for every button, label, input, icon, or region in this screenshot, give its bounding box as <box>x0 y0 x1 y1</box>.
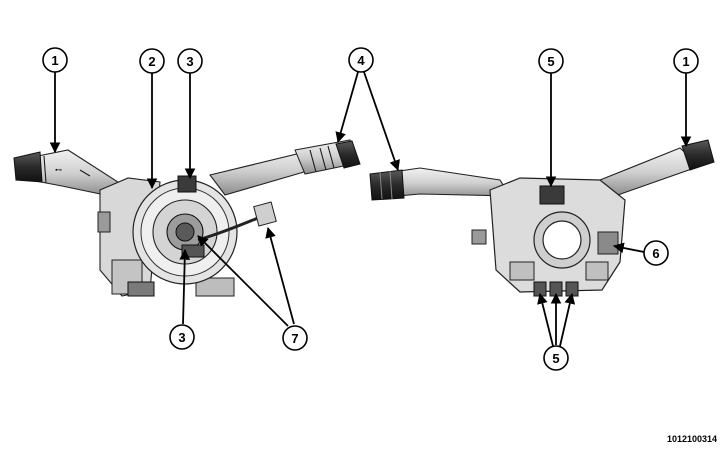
callout-5-bottom: 5 <box>543 345 569 371</box>
leader-5a <box>537 292 554 347</box>
svg-text:3: 3 <box>186 54 193 69</box>
callout-5-top: 5 <box>538 48 564 74</box>
leader-5c <box>559 292 576 347</box>
callout-3-top: 3 <box>177 48 203 74</box>
right-clockspring-ring <box>533 211 591 269</box>
callouts: 1 2 3 4 5 1 6 3 <box>42 47 699 371</box>
leader-7a <box>197 235 289 327</box>
callout-1-right: 1 <box>673 48 699 74</box>
left-stalk-wiper <box>209 139 361 196</box>
left-stalk-turn-signal: ⊷ <box>13 149 119 197</box>
svg-text:4: 4 <box>357 53 365 68</box>
left-switch-assembly: ⊷ <box>13 139 361 297</box>
left-housing <box>97 177 235 297</box>
callout-4: 4 <box>348 47 374 73</box>
callout-1-left: 1 <box>42 47 68 73</box>
left-clockspring <box>132 175 238 285</box>
callout-3-bottom: 3 <box>169 324 195 350</box>
leader-3-bottom <box>179 248 191 325</box>
callout-7: 7 <box>282 325 308 351</box>
right-switch-assembly <box>369 139 715 297</box>
svg-text:5: 5 <box>552 351 559 366</box>
svg-text:5: 5 <box>547 54 554 69</box>
svg-text:2: 2 <box>148 54 155 69</box>
leader-6 <box>612 242 645 254</box>
svg-text:1: 1 <box>682 54 689 69</box>
leader-lines <box>49 71 692 347</box>
right-stalk-right <box>599 139 715 197</box>
leader-4a <box>335 71 359 144</box>
svg-text:7: 7 <box>291 331 298 346</box>
figure-reference-code: 1012100314 <box>666 434 717 444</box>
svg-text:3: 3 <box>178 330 185 345</box>
leader-4b <box>363 71 400 172</box>
svg-text:⊷: ⊷ <box>55 167 62 174</box>
right-stalk-left <box>369 167 512 201</box>
callout-6: 6 <box>643 240 669 266</box>
callout-2: 2 <box>139 48 165 74</box>
svg-text:6: 6 <box>652 246 659 261</box>
leader-7b <box>265 226 295 325</box>
svg-text:1: 1 <box>51 53 58 68</box>
